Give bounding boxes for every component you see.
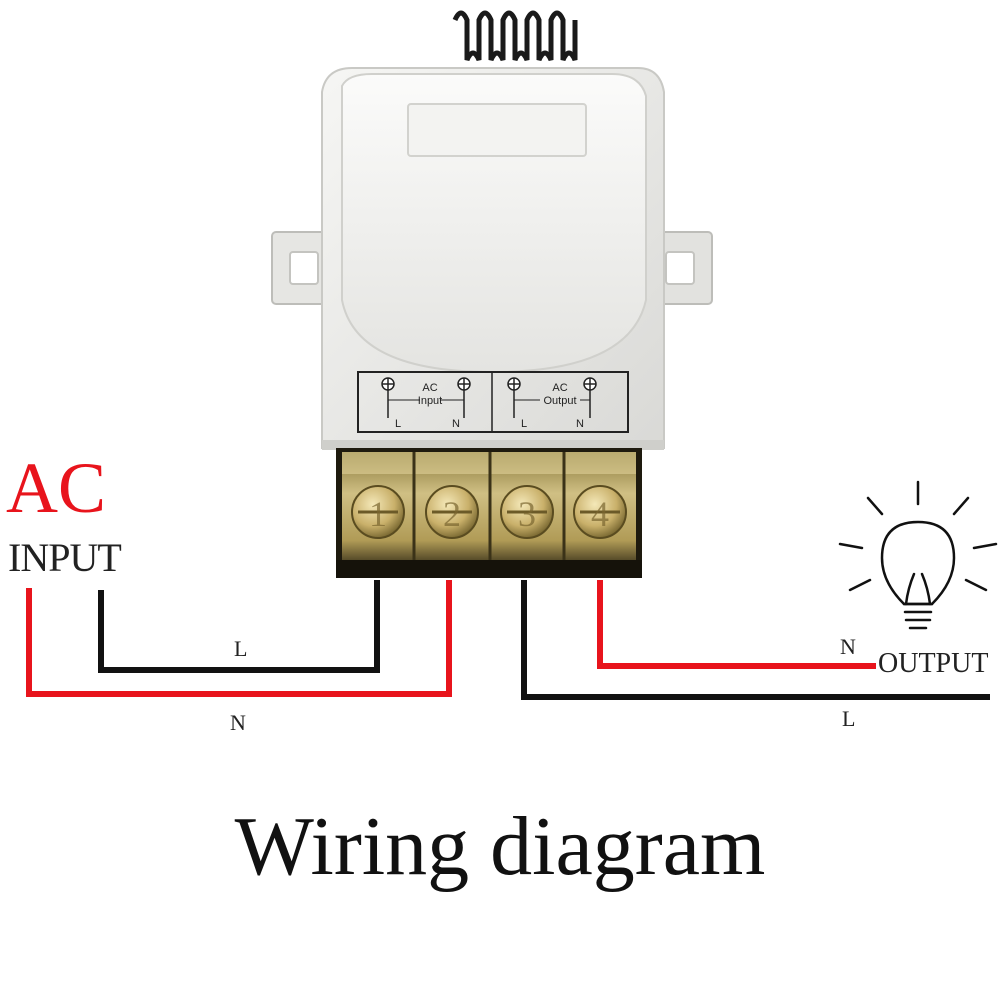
plate-output-label: Output bbox=[543, 395, 576, 407]
terminal-1[interactable]: 1 bbox=[351, 485, 405, 539]
diagram-caption: Wiring diagram bbox=[234, 800, 766, 893]
output-live-label: L bbox=[842, 706, 856, 731]
terminal-number: 3 bbox=[518, 494, 536, 534]
output-label: OUTPUT bbox=[878, 648, 989, 679]
plate-input-ac: AC bbox=[422, 382, 437, 394]
mounting-tab-right bbox=[651, 231, 713, 305]
plate-screw-icon bbox=[381, 377, 395, 391]
output-neutral-label: N bbox=[840, 634, 856, 659]
plate-pin-label: N bbox=[452, 418, 460, 430]
plate-screw-icon bbox=[457, 377, 471, 391]
mounting-tab-left bbox=[271, 231, 333, 305]
terminal-number: 2 bbox=[443, 494, 461, 534]
plate-pin-label: N bbox=[576, 418, 584, 430]
input-live-wire bbox=[98, 580, 380, 673]
terminal-4[interactable]: 4 bbox=[573, 485, 627, 539]
relay-case bbox=[321, 67, 665, 450]
label-window bbox=[407, 103, 587, 157]
input-live-label: L bbox=[234, 636, 248, 661]
terminal-2[interactable]: 2 bbox=[425, 485, 479, 539]
antenna-coil bbox=[452, 10, 578, 62]
input-neutral-label: N bbox=[230, 710, 246, 735]
plate-output-ac: AC bbox=[552, 382, 567, 394]
plate-input-label: Input bbox=[418, 395, 442, 407]
plate-screw-icon bbox=[583, 377, 597, 391]
plate-pin-label: L bbox=[395, 418, 401, 430]
terminal-label-plate: AC Input AC Output L N L N bbox=[357, 371, 629, 433]
terminal-3[interactable]: 3 bbox=[500, 485, 554, 539]
light-bulb-icon bbox=[838, 480, 998, 630]
terminal-number: 4 bbox=[591, 494, 609, 534]
input-neutral-wire bbox=[26, 580, 452, 697]
output-live-wire bbox=[521, 580, 990, 700]
ac-input-title: AC bbox=[6, 448, 107, 528]
ac-input-subtitle: INPUT bbox=[8, 535, 122, 580]
terminal-number: 1 bbox=[369, 494, 387, 534]
plate-screw-icon bbox=[507, 377, 521, 391]
plate-pin-label: L bbox=[521, 418, 527, 430]
output-neutral-wire bbox=[597, 580, 876, 669]
